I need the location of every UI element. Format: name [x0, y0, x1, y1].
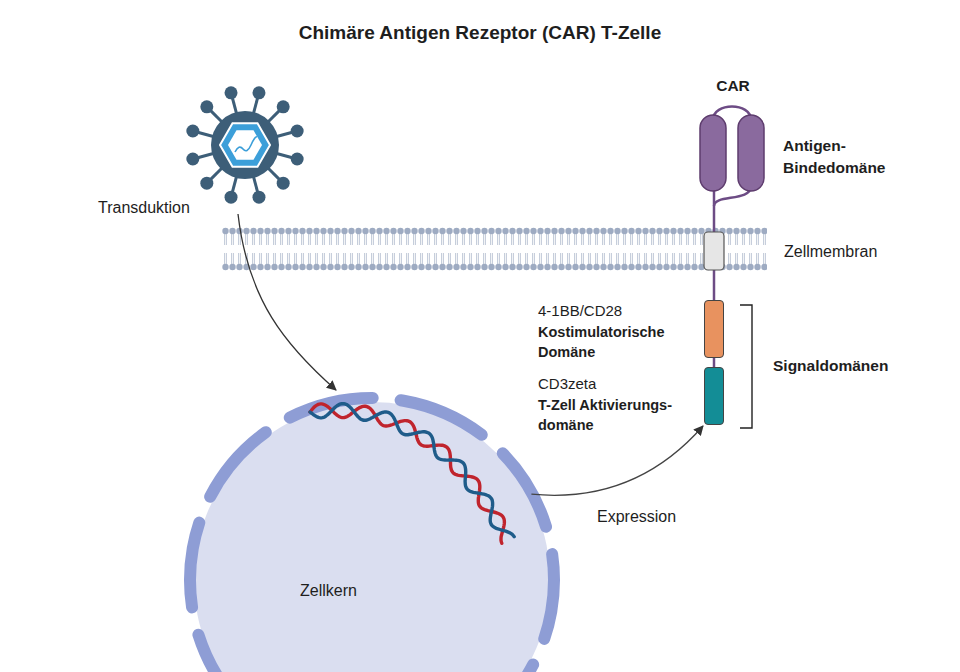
virus-spike-head: [277, 177, 290, 190]
dna-helix: [310, 404, 514, 544]
domain-name: CD3zeta: [538, 374, 698, 394]
virus-spike-head: [252, 191, 265, 204]
virus-spike-head: [200, 100, 213, 113]
bracket-label: Signaldomänen: [773, 355, 888, 377]
diagram-title: Chimäre Antigen Rezeptor (CAR) T-Zelle: [0, 22, 960, 44]
edge-group: [531, 426, 703, 495]
domain-label: T-Zell Aktivierungs- domäne: [538, 395, 703, 435]
transmembrane-domain: [704, 232, 724, 270]
costimulatory-domain: 4-1BB/CD28Kostimulatorische Domäne: [704, 300, 724, 358]
antigen-binding-domain: Antigen- Bindedomäne: [700, 106, 766, 194]
process-label: Transduktion: [98, 198, 190, 218]
antigen-binding-lobe: [700, 115, 726, 191]
virus-hexagon: [220, 123, 270, 166]
dna-strand: [310, 404, 514, 537]
virus-spike-head: [252, 86, 265, 99]
virus-spike-head: [277, 100, 290, 113]
antigen-binding-shape: [700, 106, 766, 194]
receptor-name: CAR: [713, 75, 753, 97]
virus-core: [228, 130, 262, 159]
viral-vector: [186, 86, 303, 203]
bracket: [740, 305, 752, 428]
dna-strand: [310, 404, 504, 543]
virus-spike-head: [225, 191, 238, 204]
domain-label: Antigen- Bindedomäne: [783, 135, 893, 179]
cell-membrane: [222, 227, 767, 271]
virus-genome: [235, 137, 257, 152]
edge-label: Expression: [597, 507, 676, 527]
domain-name: 4-1BB/CD28: [538, 301, 698, 321]
car-stem: [713, 358, 716, 367]
virus-spike-head: [200, 177, 213, 190]
expression-arrow: [531, 426, 703, 495]
transduction-arrow: [238, 214, 336, 390]
cell-nucleus: Zellkern: [182, 390, 562, 672]
nucleus-label: Zellkern: [300, 581, 400, 601]
virus-spike-head: [225, 86, 238, 99]
nucleus-shape: [182, 390, 562, 672]
activation-domain: CD3zetaT-Zell Aktivierungs- domäne: [704, 367, 724, 425]
antigen-binding-lobe: [738, 115, 764, 191]
domain-label: Kostimulatorische Domäne: [538, 322, 698, 362]
nuclear-envelope: [161, 369, 583, 672]
virus-spike-head: [291, 152, 304, 165]
virus-spike-head: [186, 125, 199, 138]
virus-spike-head: [186, 152, 199, 165]
virus-capsid: [211, 111, 279, 179]
virus-spike-head: [291, 125, 304, 138]
membrane-label: Zellmembran: [784, 242, 877, 262]
